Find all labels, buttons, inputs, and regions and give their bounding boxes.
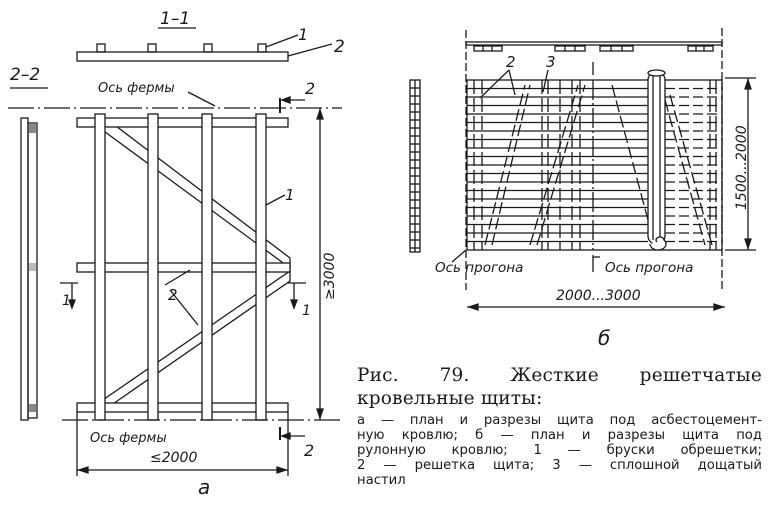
lattice-diagonal (484, 84, 526, 246)
marker-1-left: 1 (62, 293, 71, 309)
caption-body: а — план и разрезы щита под асбестоцемен… (357, 413, 762, 488)
figure-a: 1–1 1 2 2–2 Ось фермы 2 (8, 9, 345, 499)
roll-of-roofing (647, 69, 667, 251)
caption-line: а — план и разрезы щита под асбестоцемен… (357, 413, 762, 428)
lattice-diagonal (536, 84, 586, 246)
plan-a (76, 113, 291, 421)
dim-height-a: ≥3000 (322, 253, 338, 300)
dim-width-b: 2000...3000 (556, 288, 641, 304)
figure-caption: Рис. 79. Жесткие решетчатые кровельные щ… (357, 364, 762, 488)
callout-2-section: 2 (334, 37, 345, 57)
callout-1-plan: 1 (285, 186, 295, 204)
axis-left-b: Ось прогона (435, 260, 523, 276)
figure-b: 2 3 1500...2000 Ось прогона Ось прогона … (409, 28, 756, 350)
side-strip-b (409, 79, 421, 253)
axis-bottom-label: Ось фермы (90, 431, 167, 446)
marker-2-top: 2 (305, 79, 315, 98)
marker-2-bottom: 2 (304, 441, 314, 460)
lattice-diagonal (611, 84, 649, 221)
section-1-1 (76, 34, 333, 62)
plan-b (466, 79, 723, 251)
caption-title: Рис. 79. Жесткие решетчатые кровельные щ… (357, 365, 762, 409)
panel-letter-b: б (598, 326, 610, 350)
axis-right-b: Ось прогона (605, 260, 693, 276)
lattice-diagonal (491, 84, 531, 246)
callout-2-b: 2 (506, 53, 516, 71)
callout-1-section: 1 (298, 25, 308, 44)
caption-line: 2 — решетка щита; 3 — сплошной дощатый (357, 458, 762, 473)
caption-line: настил (357, 473, 406, 488)
dim-width-a: ≤2000 (150, 450, 197, 466)
section-b-deck (465, 41, 723, 46)
marker-1-right: 1 (302, 303, 311, 319)
lattice-diagonal (669, 94, 713, 246)
section-1-1-label: 1–1 (160, 9, 190, 29)
section-2-2-label: 2–2 (10, 65, 40, 85)
panel-letter-a: а (198, 475, 210, 499)
caption-line: ную кровлю; б — план и разрезы щита под (357, 428, 762, 443)
callout-3-b: 3 (546, 53, 556, 71)
section-b-battens (473, 45, 714, 52)
lattice-diagonal (664, 99, 706, 246)
lattice-diagonal (529, 84, 579, 246)
axis-top-label: Ось фермы (98, 81, 175, 96)
dim-height-b: 1500...2000 (734, 125, 750, 210)
callout-2-plan: 2 (168, 286, 178, 304)
section-2-2 (20, 117, 38, 421)
caption-line: рулонную кровлю; 1 — бруски обрешетки; (357, 443, 762, 458)
